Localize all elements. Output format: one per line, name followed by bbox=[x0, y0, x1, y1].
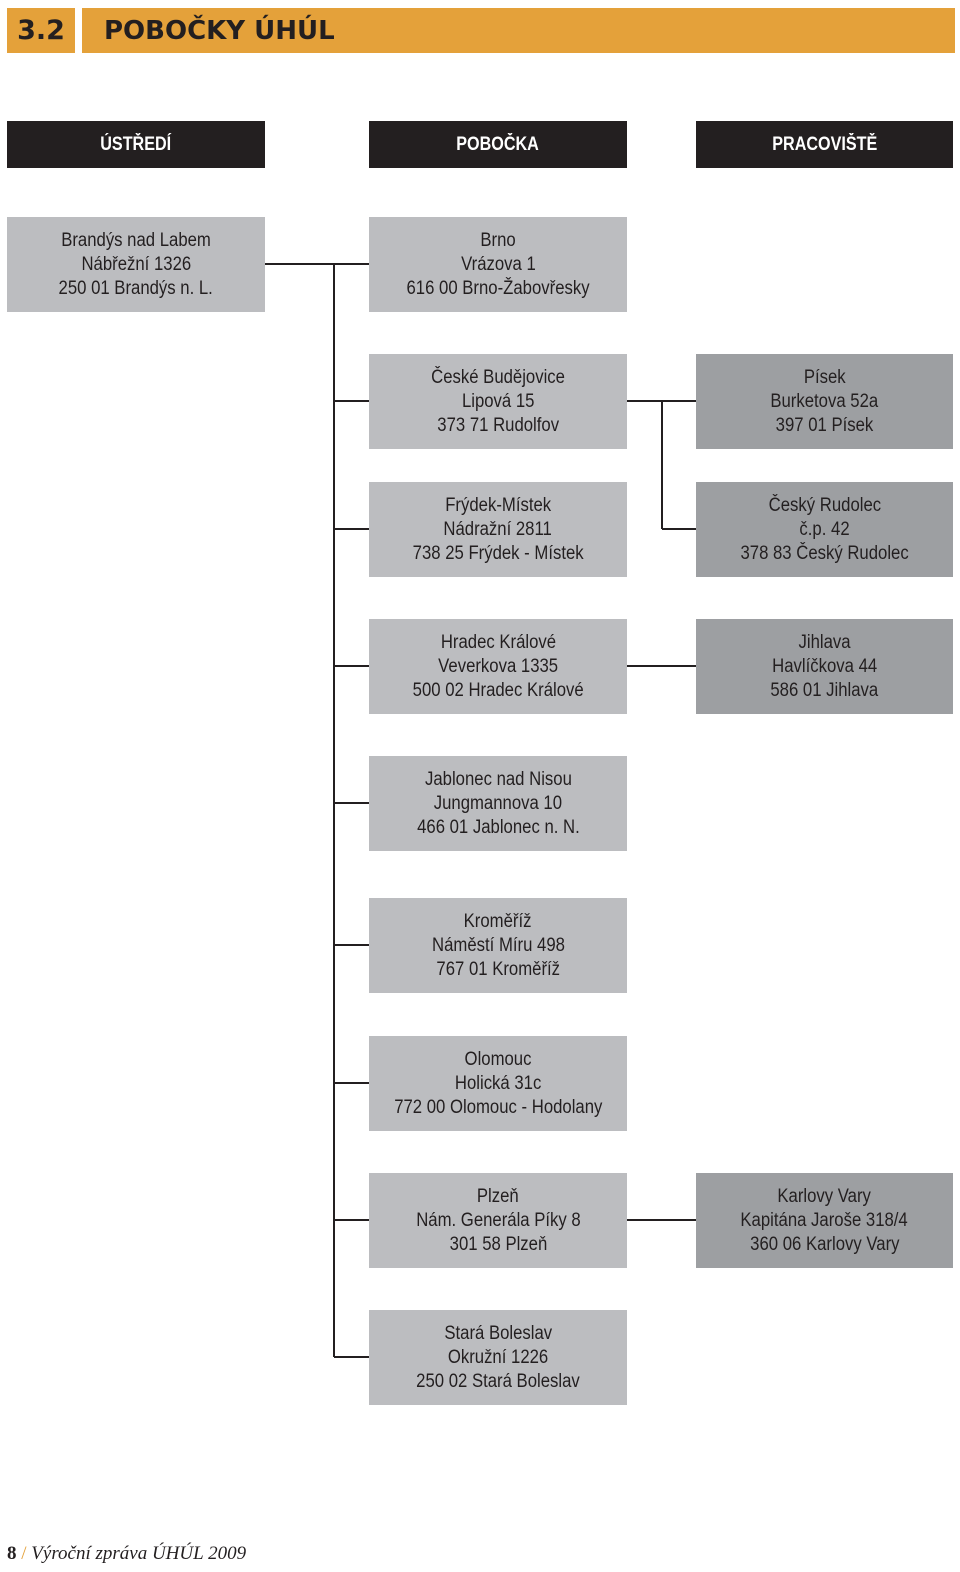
section-title: POBOČKY ÚHÚL bbox=[82, 8, 955, 53]
footer-title: Výroční zpráva ÚHÚL 2009 bbox=[31, 1543, 247, 1564]
page-number: 8 bbox=[7, 1543, 17, 1564]
column-header-pracoviste: PRACOVIŠTĚ bbox=[696, 121, 953, 168]
column-header-ustredi: ÚSTŘEDÍ bbox=[7, 121, 265, 168]
footer-separator: / bbox=[21, 1543, 27, 1564]
section-number: 3.2 bbox=[7, 8, 75, 53]
column-header-pobocka: POBOČKA bbox=[369, 121, 627, 168]
page-footer: 8 / Výroční zpráva ÚHÚL 2009 bbox=[7, 1543, 246, 1565]
